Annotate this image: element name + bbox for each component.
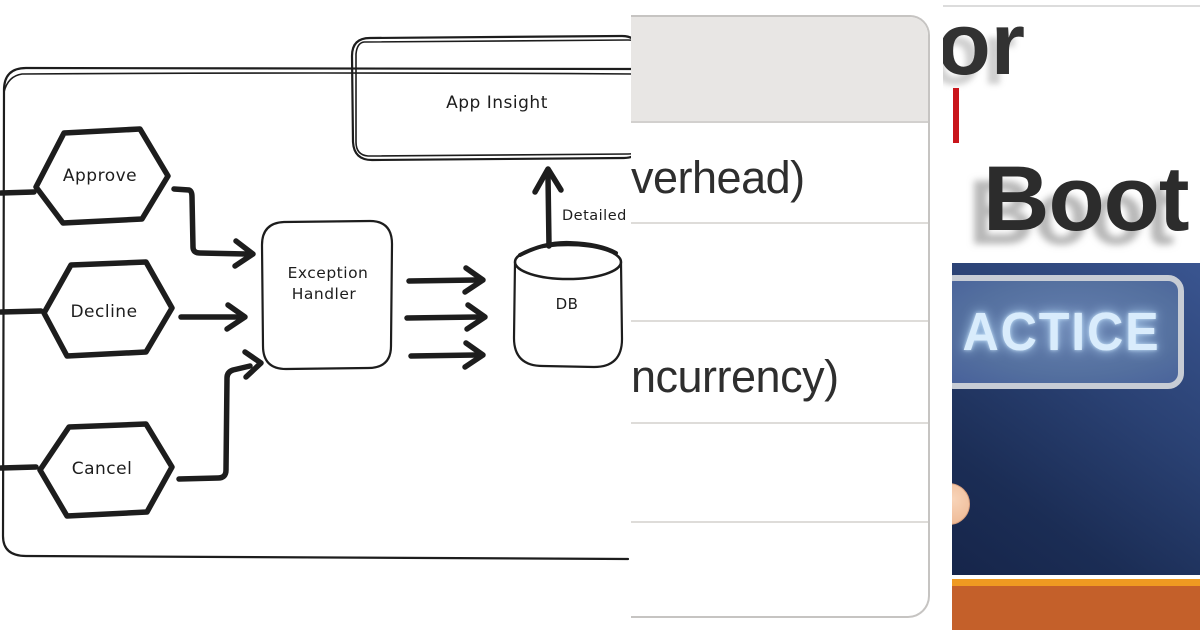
table-row <box>631 523 928 616</box>
edge-stubs <box>0 189 44 471</box>
app-insight-node: App Insight <box>350 34 633 162</box>
orange-footer-bar <box>952 579 1200 630</box>
cancel-node: Cancel <box>37 421 175 519</box>
flowchart-panel: App Insight Exception Handler DB Approve… <box>0 34 633 561</box>
thumbnail-top-border <box>943 5 1200 7</box>
table-cell-text: ncurrency) <box>631 351 839 402</box>
approve-label: Approve <box>63 166 137 186</box>
arrows-handler-to-db <box>404 265 488 370</box>
person-face-fragment <box>952 483 970 525</box>
arrow-cancel-to-handler <box>176 349 264 482</box>
arrow-approve-to-handler <box>171 186 256 269</box>
decline-node: Decline <box>41 259 175 359</box>
table-row <box>631 224 928 322</box>
practice-banner: ACTICE <box>952 275 1184 389</box>
table-row: verhead) <box>631 123 928 224</box>
app-insight-label: App Insight <box>446 93 548 113</box>
table-row: ncurrency) <box>631 322 928 424</box>
cancel-label: Cancel <box>72 459 133 479</box>
arrow-db-to-app-insight: Detailed <box>532 166 627 249</box>
thumbnail-photo-block: ACTICE <box>952 263 1200 575</box>
red-accent-bar <box>953 88 959 143</box>
exception-handler-node: Exception Handler <box>260 219 394 371</box>
thumbnail-title-fragment-top: or <box>943 0 1025 93</box>
decline-label: Decline <box>70 302 137 322</box>
practice-banner-text: ACTICE <box>961 302 1161 362</box>
db-node: DB <box>512 240 624 369</box>
db-label: DB <box>556 295 579 313</box>
slide-table-card: verhead) ncurrency) <box>631 15 930 618</box>
exception-handler-label-line2: Handler <box>292 285 357 303</box>
approve-node: Approve <box>33 126 171 226</box>
thumbnail-panel: or Boot ACTICE <box>943 0 1200 630</box>
thumbnail-title-fragment-boot: Boot <box>983 148 1189 250</box>
table-row <box>631 424 928 523</box>
table-cell-text: verhead) <box>631 151 805 203</box>
table-header <box>631 17 928 123</box>
arrow-decline-to-handler <box>178 302 248 332</box>
arrow-detailed-label: Detailed <box>562 208 627 224</box>
exception-handler-label-line1: Exception <box>288 264 369 282</box>
